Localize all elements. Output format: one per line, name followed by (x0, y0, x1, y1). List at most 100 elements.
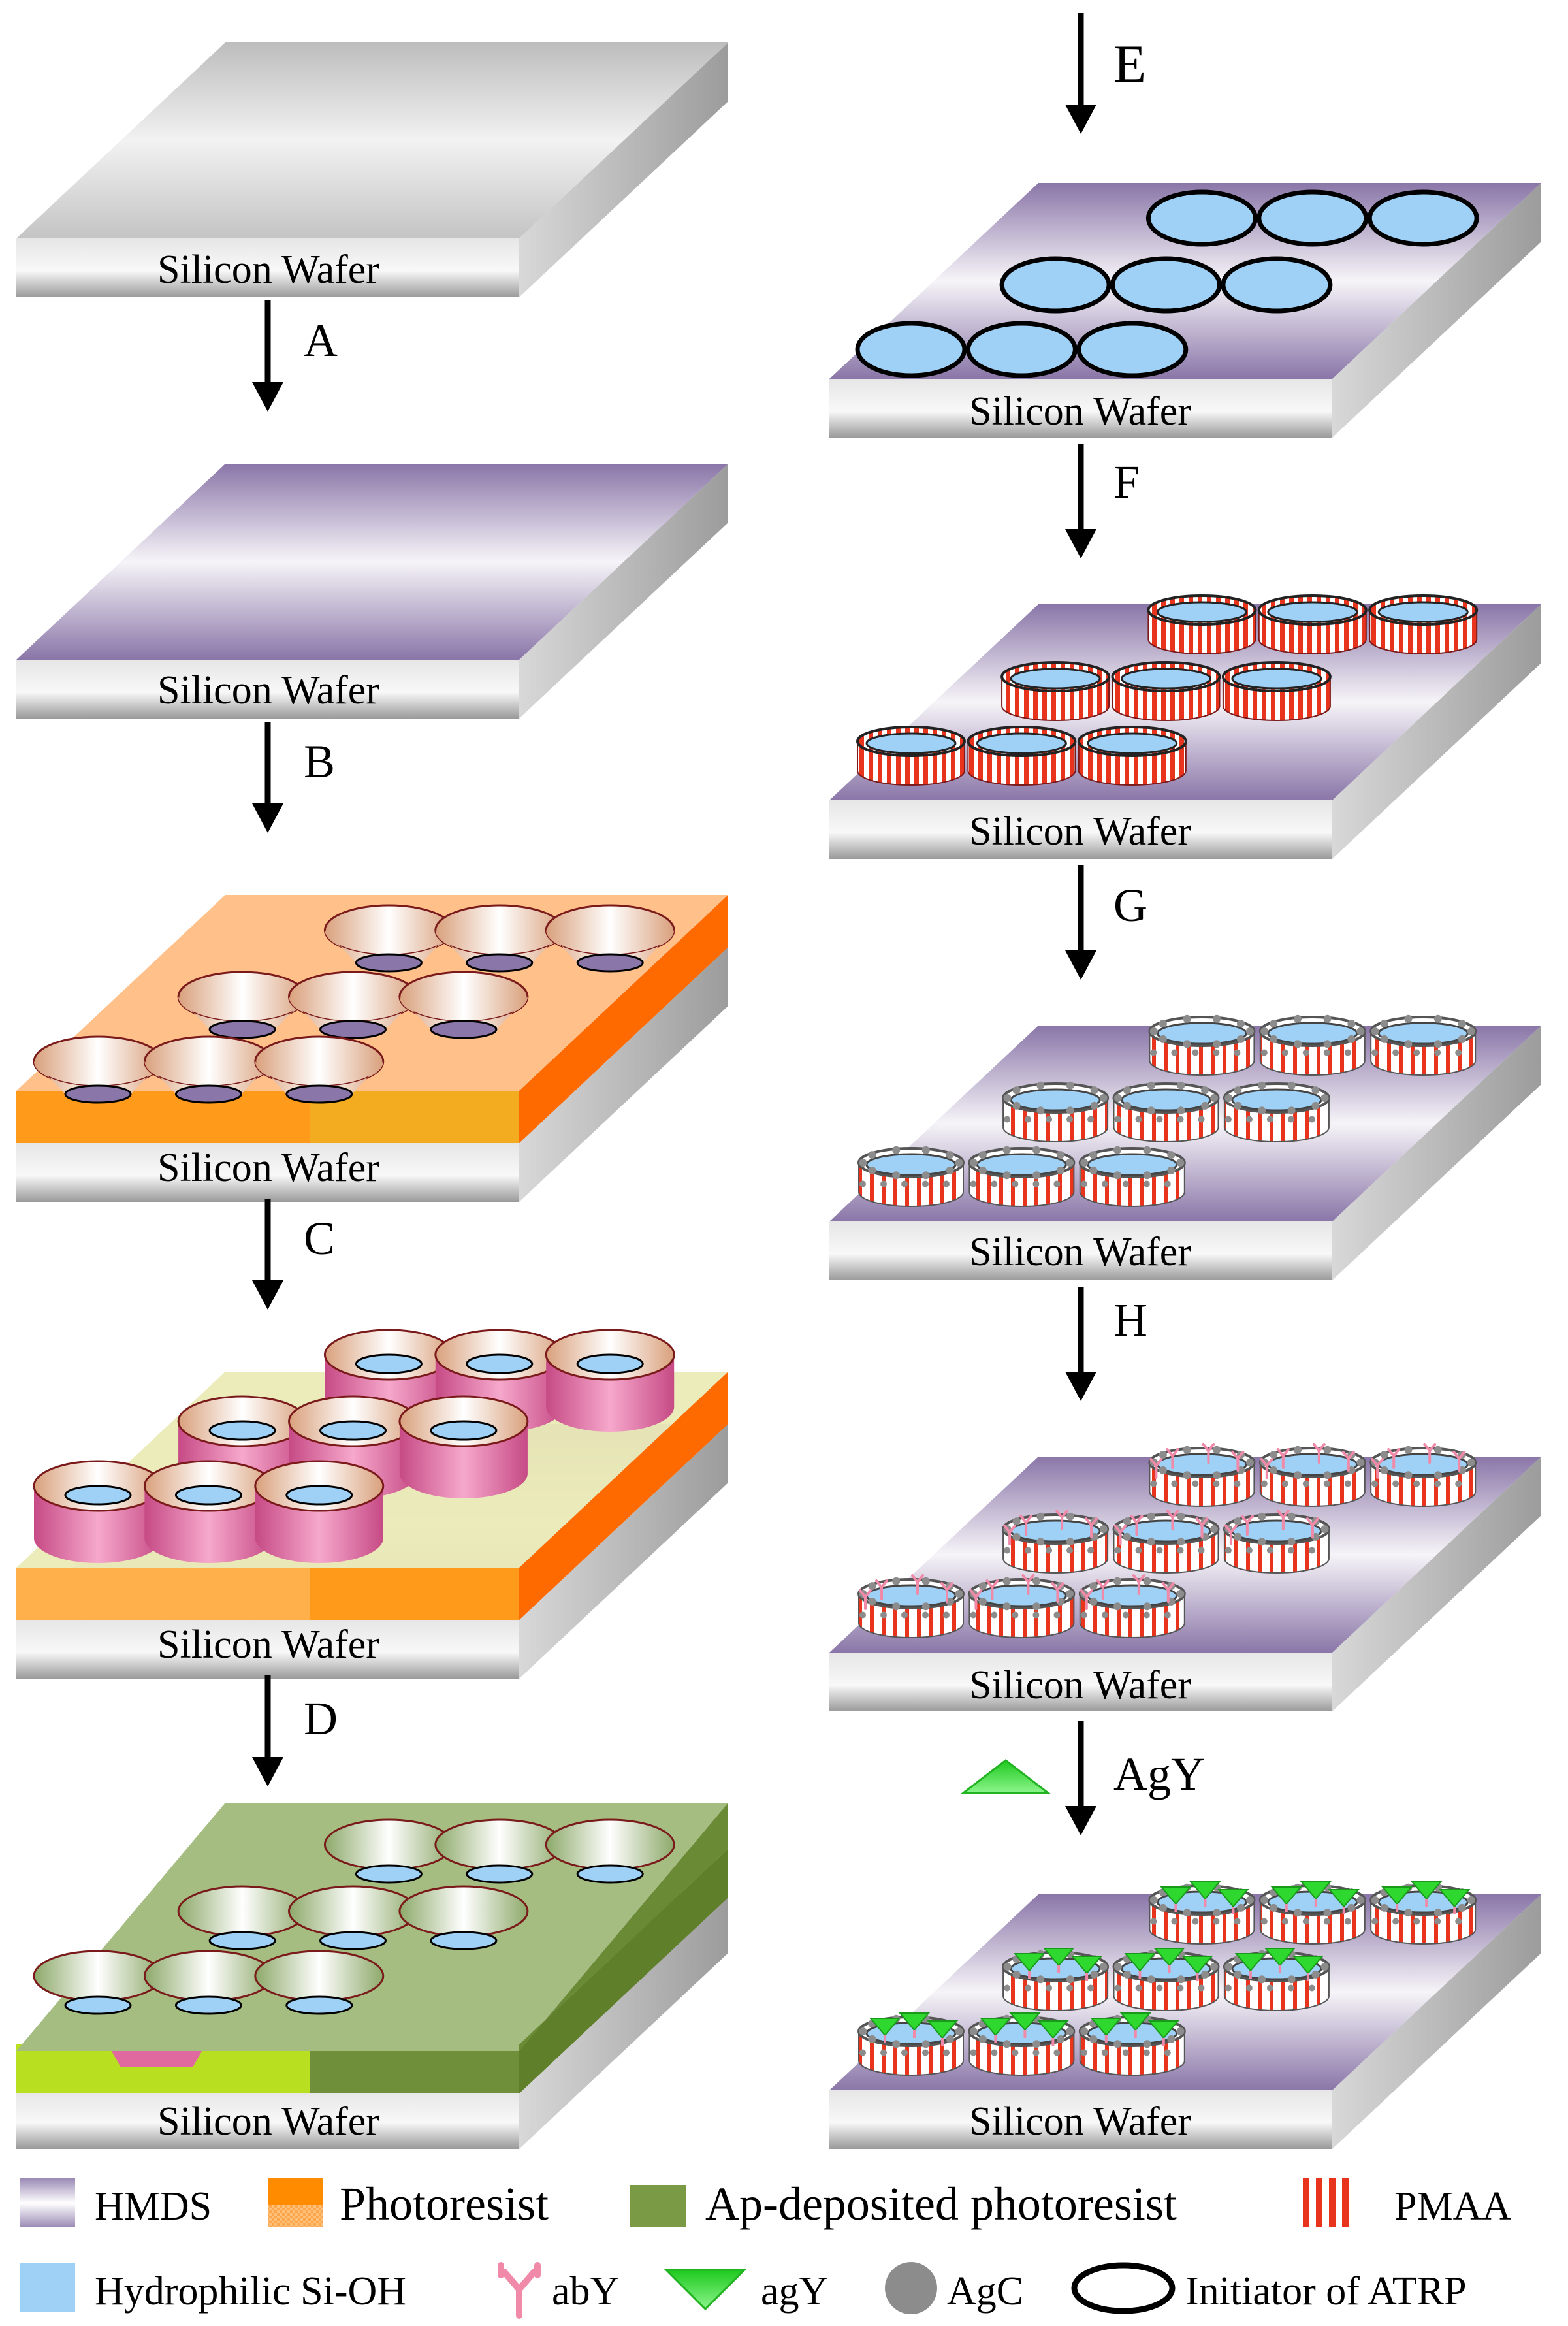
aby-antibody (1260, 1458, 1273, 1479)
agc-dot (1281, 1918, 1288, 1925)
wafer-side (1332, 1894, 1541, 2149)
wafer-front (829, 1221, 1332, 1280)
agy-bound (1381, 1886, 1413, 1905)
agc-dot (1147, 1106, 1155, 1115)
arrow-e-head (1065, 105, 1096, 134)
arrow-c-head (252, 1280, 283, 1310)
wafer-side (519, 1894, 728, 2149)
aby-antibody (1240, 1515, 1254, 1536)
agc-dot (1101, 1611, 1108, 1619)
agc-dot (955, 1159, 963, 1167)
green-well-bottom-4 (319, 1931, 387, 1950)
pink-post-core-8 (285, 1485, 353, 1506)
agc-dot (1347, 1903, 1356, 1912)
agc-dot (1210, 1525, 1219, 1533)
agc-dot (1234, 1918, 1241, 1925)
wafer-front (829, 379, 1332, 438)
wafer-stack (16, 42, 1541, 2149)
well-bottom-3 (208, 1020, 276, 1039)
agc-dot (1159, 1451, 1167, 1459)
agy-bound (1234, 1953, 1267, 1972)
pmaa-ring-core-2 (1377, 601, 1469, 623)
agc-dot (1234, 1532, 1242, 1541)
pink-post-core-7 (174, 1485, 242, 1506)
agc-dot (1003, 1094, 1012, 1102)
agc-dot (901, 1611, 908, 1619)
pmaa-ring-core-0 (1156, 601, 1247, 623)
agc-dot (1143, 2049, 1150, 2056)
wafer-8 (829, 1014, 1541, 1280)
agc-dot (1404, 1909, 1413, 1917)
agc-dot (1258, 1975, 1266, 1984)
agc-dot (1234, 1970, 1242, 1979)
agc-dot (859, 2049, 866, 2056)
aby-antibody (1161, 1582, 1175, 1603)
agc-dot (1171, 1480, 1178, 1487)
aby-antibody (1055, 1510, 1069, 1530)
initiator-spot-2 (1367, 189, 1479, 247)
well-7 (143, 1035, 274, 1088)
agc-dot (1260, 1027, 1269, 1035)
agy-bound (1090, 2018, 1122, 2037)
agc-dot (1260, 1918, 1268, 1925)
agc-dot (1198, 1984, 1205, 1992)
agc-dot (1224, 1963, 1233, 1971)
well-4 (288, 971, 418, 1023)
agc-dot (1245, 1984, 1253, 1992)
agc-dot (1183, 1040, 1191, 1048)
agc-dot (1380, 1466, 1388, 1474)
agc-dot (1159, 1466, 1167, 1474)
agc-ring-core-6 (865, 1584, 957, 1607)
agc-dot (1089, 1151, 1098, 1159)
agc-dot (1234, 1517, 1242, 1526)
agc-dot (1087, 1547, 1095, 1554)
agc-dot (1246, 1896, 1254, 1904)
agc-dot (1213, 1014, 1221, 1023)
agc-dot (1356, 1896, 1365, 1904)
agc-dot (943, 2049, 950, 2056)
agc-dot (1344, 1049, 1351, 1056)
agc-dot (1380, 1035, 1388, 1043)
step-label-d: D (304, 1692, 338, 1745)
agc-dot (1066, 2027, 1074, 2035)
agc-dot (1176, 2027, 1185, 2035)
agc-dot (1234, 1480, 1241, 1487)
agc-dot (1302, 1049, 1309, 1056)
agc-dot (1046, 1116, 1053, 1123)
agc-dot (1323, 1446, 1332, 1454)
agc-ring-core-1 (1267, 1453, 1358, 1476)
agc-dot (1002, 2040, 1011, 2048)
agc-dot (1164, 1180, 1171, 1187)
green-well-8 (254, 1950, 385, 2002)
agc-dot (1434, 1918, 1441, 1925)
agc-dot (955, 2027, 963, 2035)
agc-dot (1246, 1027, 1254, 1035)
wafer-side (1332, 1026, 1541, 1280)
agc-dot (991, 2049, 998, 2056)
aby-antibody (911, 1574, 924, 1595)
agc-dot (1287, 1116, 1294, 1123)
agc-dot (1183, 1909, 1191, 1917)
agc-dot (1344, 1480, 1351, 1487)
initiator-spot-1 (1256, 189, 1369, 247)
agc-dot (1260, 1049, 1268, 1056)
aby-antibody (1276, 1448, 1290, 1469)
agc-dot (1036, 1106, 1045, 1115)
aby-antibody (1003, 1525, 1017, 1545)
wafer-side (519, 464, 728, 719)
agc-dot (1143, 2040, 1151, 2048)
agc-dot (978, 2035, 987, 2043)
agc-dot (1433, 1014, 1442, 1023)
agc-dot (1156, 1547, 1163, 1554)
agc-dot (955, 1590, 963, 1598)
well-8 (254, 1035, 385, 1088)
legend-agy-icon (664, 2269, 747, 2311)
agy-bound (869, 2018, 901, 2037)
agc-dot (859, 2027, 867, 2035)
agc-dot (1266, 1116, 1273, 1123)
agc-dot (1236, 1035, 1245, 1043)
aby-antibody (1080, 1589, 1093, 1610)
agy-bound (1181, 1956, 1213, 1975)
agc-dot (1012, 1086, 1021, 1095)
agc-dot (880, 2049, 887, 2056)
